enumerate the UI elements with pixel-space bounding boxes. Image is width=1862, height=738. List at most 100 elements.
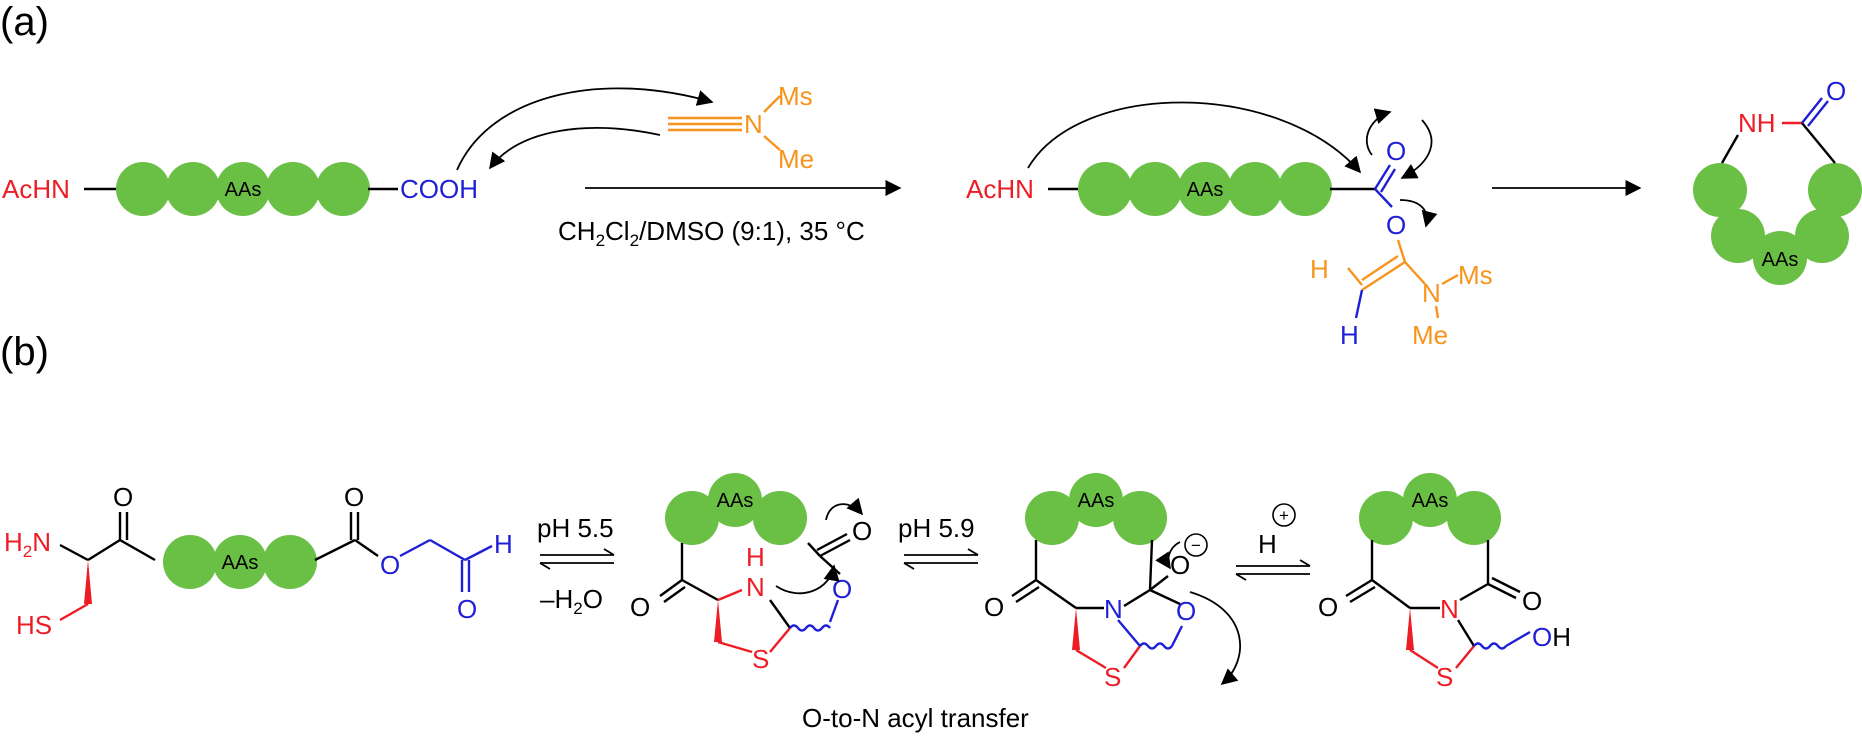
ring-n: N bbox=[1440, 594, 1459, 624]
curved-arrow bbox=[1027, 101, 1362, 174]
ester-o: O bbox=[1386, 210, 1406, 240]
carbonyl-o: O bbox=[1386, 136, 1406, 166]
thiazolidine-ester: AAs O N H S O O bbox=[630, 473, 872, 674]
nh-n: N bbox=[746, 572, 765, 602]
aa-bead bbox=[1178, 162, 1232, 216]
vinyl-h-orange: H bbox=[1310, 254, 1329, 284]
cyclic-thiazolidine-product: AAs O N S OH O bbox=[1318, 473, 1571, 692]
wavy-bond bbox=[1139, 642, 1173, 650]
ynamide-reagent: N Ms Me bbox=[668, 81, 814, 174]
water-loss: –H2O bbox=[540, 584, 603, 618]
aa-bead bbox=[1228, 162, 1282, 216]
amide-o: O bbox=[1826, 76, 1846, 106]
aa-bead bbox=[1359, 491, 1413, 545]
activated-ester: AcHN AAs O O H H N Ms Me bbox=[966, 136, 1493, 350]
cyclic-peptide-product: AAs NH O bbox=[1693, 76, 1862, 285]
equilibrium-arrow bbox=[539, 548, 615, 570]
enamine-n: N bbox=[1422, 278, 1441, 308]
aldehyde-o: O bbox=[457, 594, 477, 624]
linear-peptide-a: AcHN AAs COOH bbox=[2, 162, 478, 216]
ph-condition-1: pH 5.5 bbox=[537, 513, 614, 543]
aa-bead bbox=[708, 473, 762, 527]
ring-o: O bbox=[1176, 596, 1196, 626]
amide-nh: NH bbox=[1738, 108, 1776, 138]
curved-arrow bbox=[1400, 119, 1433, 179]
negative-charge bbox=[1184, 533, 1208, 557]
aa-bead bbox=[1711, 209, 1765, 263]
aa-bead bbox=[213, 535, 267, 589]
aa-bead bbox=[1128, 162, 1182, 216]
aas-label: AAs bbox=[222, 552, 259, 574]
ring-s: S bbox=[1104, 662, 1121, 692]
carbonyl-o: O bbox=[852, 516, 872, 546]
curved-arrow bbox=[775, 564, 840, 595]
aa-bead bbox=[1795, 209, 1849, 263]
amide-o: O bbox=[1522, 586, 1542, 616]
reaction-conditions: CH2Cl2/DMSO (9:1), 35 °C bbox=[558, 216, 865, 250]
aas-label: AAs bbox=[1078, 490, 1115, 512]
wedge-bond bbox=[1072, 608, 1080, 650]
acyl-transfer-caption: O-to-N acyl transfer bbox=[802, 703, 1029, 733]
aa-bead bbox=[316, 162, 370, 216]
plus-sign: + bbox=[1279, 506, 1289, 525]
aa-bead bbox=[1078, 162, 1132, 216]
aas-label: AAs bbox=[1187, 179, 1224, 201]
ph-condition-2: pH 5.9 bbox=[898, 513, 975, 543]
aas-label: AAs bbox=[1412, 490, 1449, 512]
curved-arrow bbox=[1155, 541, 1181, 570]
enamine-me: Me bbox=[1412, 320, 1448, 350]
aa-bead bbox=[263, 535, 317, 589]
aa-bead bbox=[1113, 491, 1167, 545]
aa-bead bbox=[163, 535, 217, 589]
alkoxide-o: O bbox=[1170, 550, 1190, 580]
h2n-label: H2N bbox=[4, 527, 51, 561]
nh-h: H bbox=[746, 542, 765, 572]
minus-sign: − bbox=[1191, 536, 1201, 555]
panel-a-label: (a) bbox=[0, 0, 49, 44]
aa-bead bbox=[166, 162, 220, 216]
ester-carbonyl-o: O bbox=[344, 482, 364, 512]
achn-label: AcHN bbox=[2, 174, 70, 204]
equilibrium-arrow bbox=[903, 548, 979, 570]
aa-bead bbox=[266, 162, 320, 216]
ring-s: S bbox=[752, 644, 769, 674]
aa-bead bbox=[1403, 473, 1457, 527]
aa-bead bbox=[753, 491, 807, 545]
ketone-o: O bbox=[984, 592, 1004, 622]
curved-arrow bbox=[489, 127, 661, 170]
aas-label: AAs bbox=[717, 490, 754, 512]
equilibrium-arrow bbox=[1235, 559, 1311, 581]
aa-bead bbox=[216, 162, 270, 216]
curved-arrow bbox=[1399, 199, 1438, 228]
cys-peptide-ester: H2N HS O AAs O O H O bbox=[4, 482, 513, 640]
positive-charge bbox=[1272, 503, 1296, 527]
tetrahedral-intermediate: AAs O N S O O − bbox=[984, 473, 1208, 692]
ynamide-n: N bbox=[744, 109, 763, 139]
vinyl-h-blue: H bbox=[1340, 320, 1359, 350]
wedge-bond bbox=[714, 600, 722, 642]
wedge-bond bbox=[1406, 608, 1414, 650]
aa-bead bbox=[116, 162, 170, 216]
ketone-o: O bbox=[1318, 592, 1338, 622]
ketone-o: O bbox=[630, 592, 650, 622]
panel-b-label: (b) bbox=[0, 330, 49, 374]
cooh-label: COOH bbox=[400, 174, 478, 204]
achn-label: AcHN bbox=[966, 174, 1034, 204]
aa-bead bbox=[1808, 163, 1862, 217]
curved-arrow bbox=[1365, 108, 1392, 156]
curved-arrow bbox=[825, 497, 864, 521]
enamine-ms: Ms bbox=[1458, 260, 1493, 290]
proton: H bbox=[1258, 529, 1277, 559]
aldehyde-h: H bbox=[494, 529, 513, 559]
curved-arrow bbox=[1189, 591, 1241, 686]
ring-n: N bbox=[1104, 594, 1123, 624]
ynamide-me: Me bbox=[778, 144, 814, 174]
sh-label: HS bbox=[16, 610, 52, 640]
wavy-bond bbox=[789, 624, 831, 632]
aa-bead bbox=[1025, 491, 1079, 545]
hydroxyl-oh: OH bbox=[1532, 622, 1571, 652]
ketone-o: O bbox=[113, 482, 133, 512]
ynamide-ms: Ms bbox=[778, 81, 813, 111]
wedge-bond bbox=[84, 560, 92, 604]
